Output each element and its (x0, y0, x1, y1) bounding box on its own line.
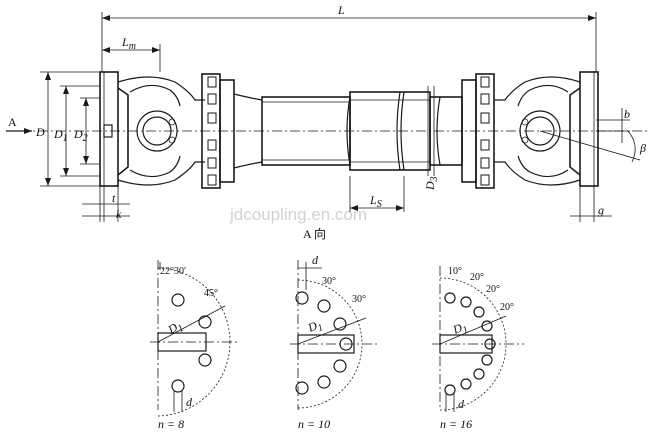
n16-count-label: n = 16 (440, 417, 472, 431)
n16-D1-label: D1 (450, 319, 470, 340)
bolt-pattern-n10: d D1 30° 30° n = 10 (290, 253, 380, 431)
bolt-pattern-n8: D1 22°30′ 45° d n = 8 (150, 260, 240, 431)
arrow-A-label: A (8, 115, 17, 129)
label-D3: D3 (423, 176, 440, 191)
right-flange-bolts (480, 76, 490, 186)
n16-angle-2: 20° (470, 272, 484, 283)
dimensions: L Lm D D1 D2 A t k (6, 3, 646, 241)
n16-angle-3: 20° (486, 284, 500, 295)
label-L: L (337, 3, 345, 17)
n10-count-label: n = 10 (298, 417, 330, 431)
bolt-pattern-n16: D1 10° 20° 20° 20° d n = 16 (432, 266, 524, 431)
n10-angle-1: 30° (322, 276, 336, 287)
n10-angle-2: 30° (352, 294, 366, 305)
n8-angle-1: 22°30′ (160, 266, 186, 277)
n10-d-label: d (312, 253, 319, 267)
n8-d-label: d (186, 395, 193, 409)
watermark: jdcoupling.en.com (229, 205, 367, 224)
n16-d-label: d (458, 397, 465, 411)
label-b: b (624, 107, 630, 121)
n8-angle-2: 45° (204, 288, 218, 299)
n8-count-label: n = 8 (158, 417, 184, 431)
label-Lm: Lm (121, 35, 136, 52)
left-flange-bolts (207, 76, 217, 186)
n16-angle-1: 10° (448, 266, 462, 277)
n16-angle-4: 20° (500, 302, 514, 313)
label-D2: D2 (73, 127, 88, 144)
label-beta: β (639, 141, 646, 155)
view-A-label: A 向 (303, 226, 326, 241)
label-t: t (112, 191, 116, 205)
label-D1: D1 (53, 127, 68, 144)
label-Ls: LS (369, 193, 382, 210)
label-g: g (598, 203, 604, 217)
shaft-assembly (20, 71, 650, 189)
label-k: k (116, 207, 122, 221)
label-D: D (35, 125, 45, 139)
